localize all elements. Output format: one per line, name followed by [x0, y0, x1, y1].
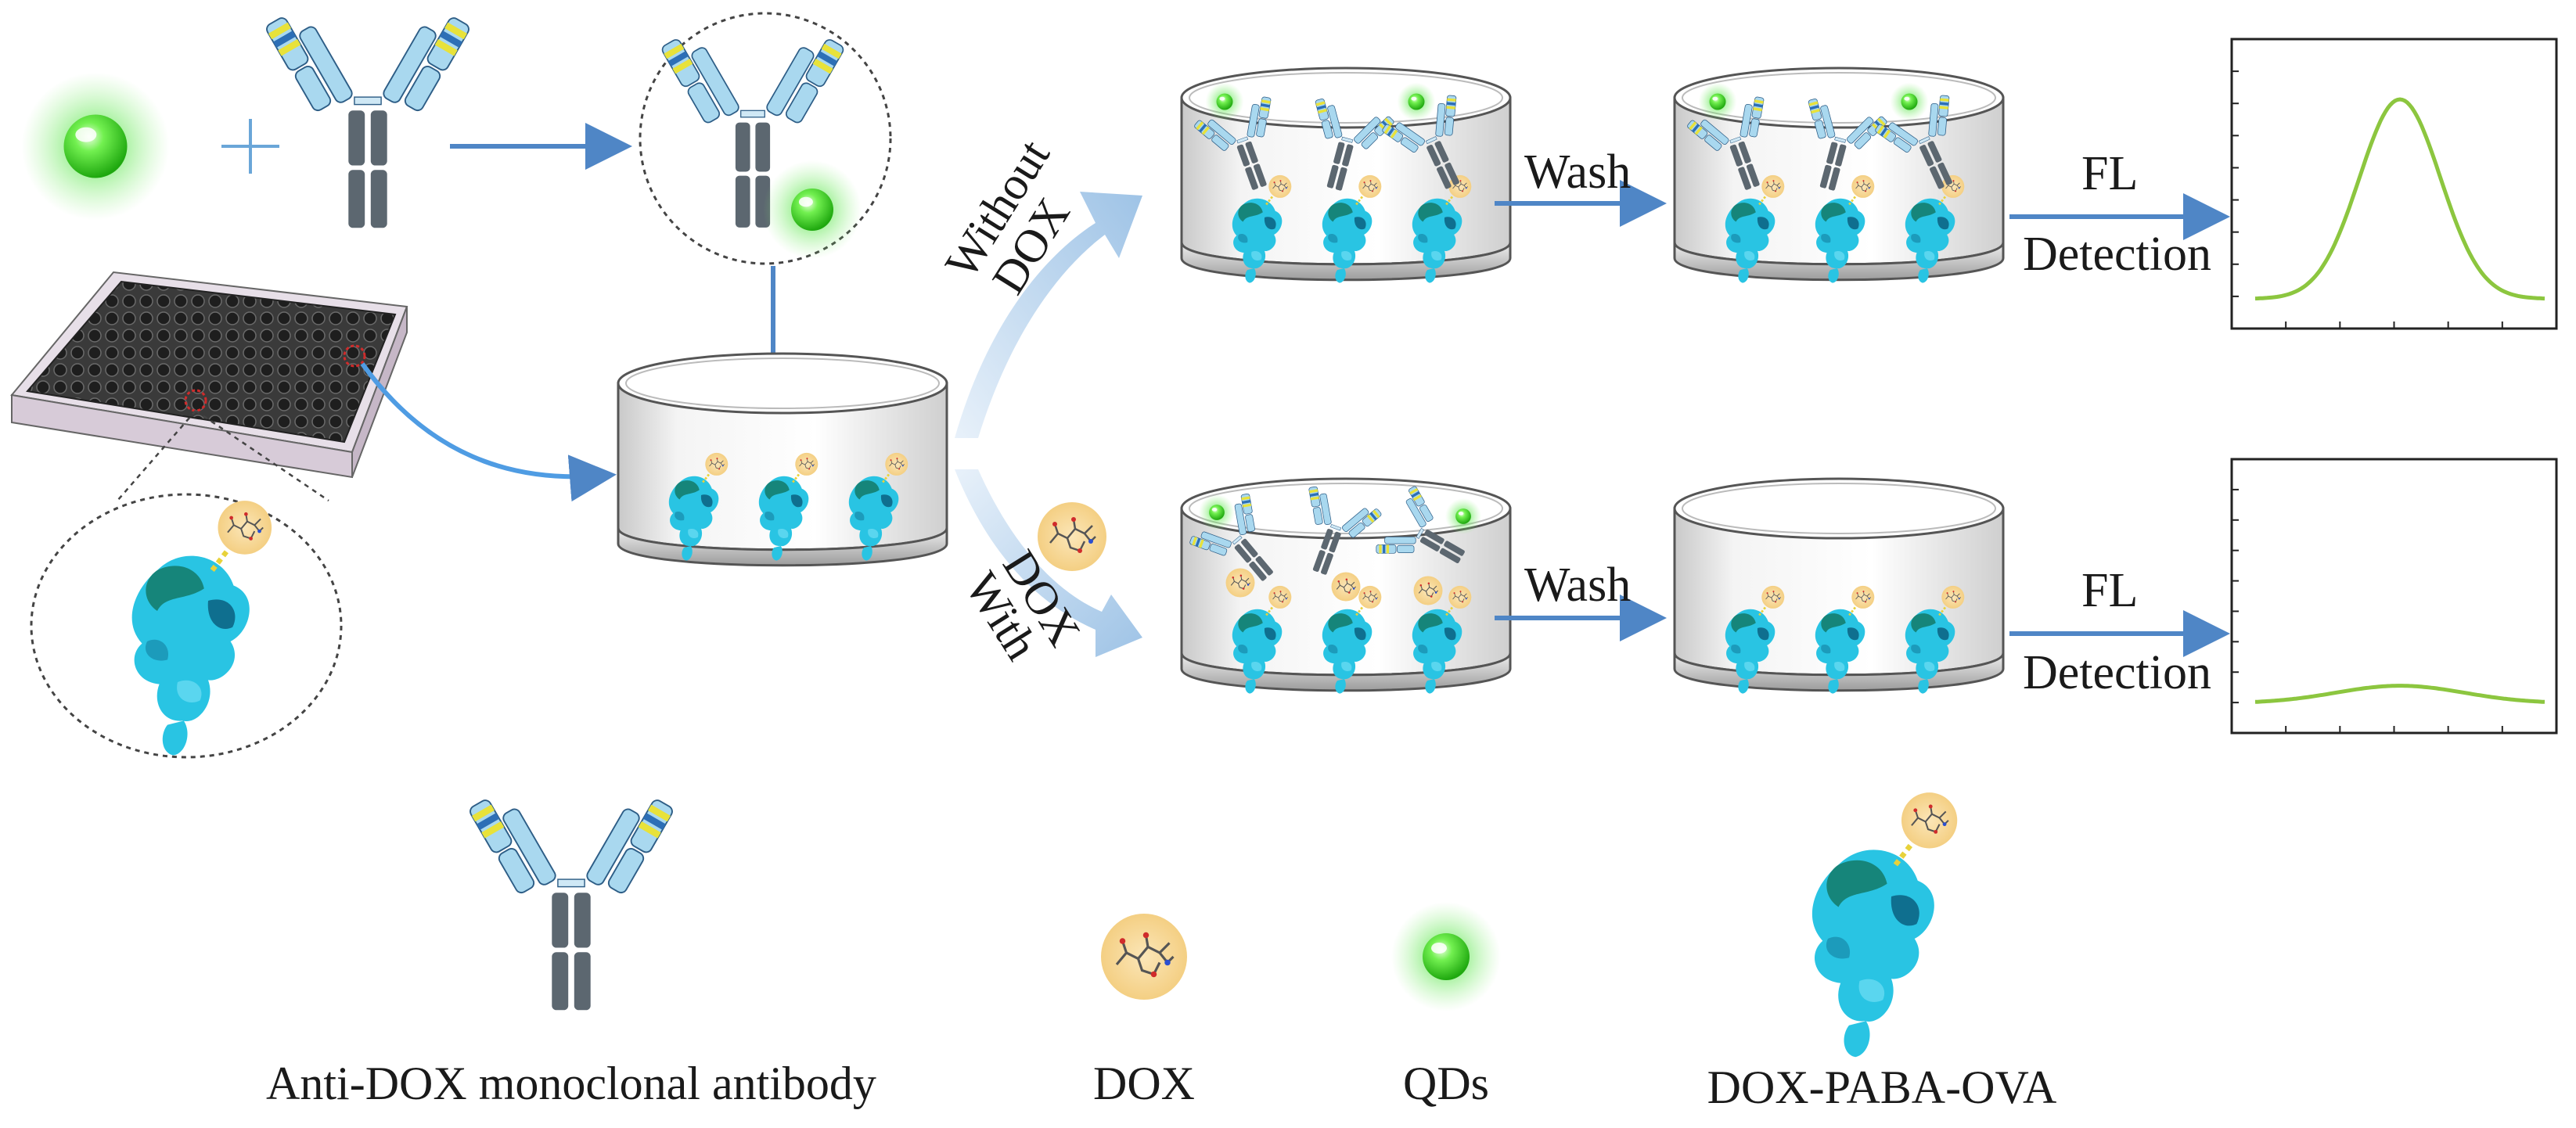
legend-dox-label: DOX	[1093, 1058, 1195, 1109]
well-zoom-circle	[30, 493, 343, 759]
chart-top	[2230, 38, 2558, 330]
beaker-icon-center	[617, 352, 948, 567]
beaker-icon-bottom-1	[1180, 477, 1512, 694]
label-wash-top: Wash	[1524, 145, 1631, 199]
arrow-with-dox	[955, 469, 1142, 657]
chart-bottom-frame	[2230, 458, 2558, 735]
legend-qds-label: QDs	[1403, 1058, 1489, 1109]
label-fl-top: FL	[2081, 147, 2138, 200]
arrow-plate-to-beaker	[360, 362, 617, 502]
label-wash-bottom: Wash	[1524, 559, 1631, 612]
qd-icon	[21, 72, 170, 221]
bound-qd-icon	[763, 160, 862, 259]
arrow-without-dox	[955, 192, 1142, 438]
beaker-icon-top-2	[1673, 66, 2005, 283]
antibody-icon	[264, 5, 472, 229]
chart-top-frame	[2230, 38, 2558, 330]
chart-top-curve	[2254, 97, 2545, 301]
legend-antibody-label: Anti-DOX monoclonal antibody	[266, 1058, 876, 1109]
chart-bottom	[2230, 458, 2558, 735]
microplate-icon	[10, 271, 408, 479]
legend-conjugate-icon	[1812, 792, 1957, 1057]
legend-antibody-icon	[467, 787, 675, 1011]
legend-dox-icon	[1099, 912, 1189, 1001]
protein-icon	[132, 501, 272, 756]
legend-conjugate-label: DOX-PABA-OVA	[1707, 1062, 2057, 1113]
label-detection-top: Detection	[2023, 228, 2211, 281]
legend-qds-icon	[1391, 902, 1501, 1011]
chart-bottom-curve	[2254, 684, 2545, 704]
label-fl-bottom: FL	[2081, 564, 2138, 617]
label-detection-bottom: Detection	[2023, 646, 2211, 699]
conjugate-zoom-circle	[639, 12, 892, 265]
plus-icon	[221, 119, 279, 174]
beaker-icon-bottom-2	[1673, 477, 2005, 694]
beaker-icon-top-1	[1180, 66, 1512, 283]
